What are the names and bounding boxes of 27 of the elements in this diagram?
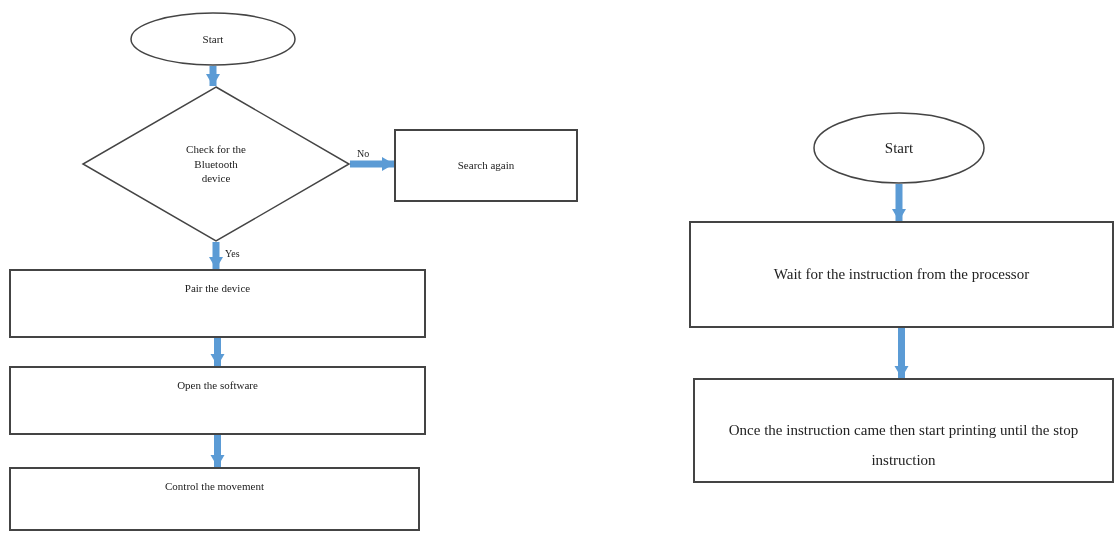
node-label: Start [884,139,914,158]
decision-diamond [82,86,350,242]
node-label: Control the movement [165,479,264,494]
edge-label: No [356,148,371,159]
edge-label: Yes [224,248,241,259]
process-box [9,366,426,435]
process-box [9,269,426,338]
node-label: Pair the device [184,281,251,296]
start-ellipse [813,112,985,184]
block-arrow [210,435,225,467]
process-box [394,129,578,202]
process-box [689,221,1114,328]
start-ellipse [130,12,296,66]
process-box [693,378,1114,483]
block-arrow [206,66,220,86]
node-label: Open the software [177,378,258,393]
node-label: Start [202,31,224,47]
process-box [9,467,420,531]
block-arrow [892,184,906,221]
node-label: Once the instruction came then start printing until the stop instruction [727,421,1080,470]
node-label: Wait for the instruction from the processor [773,265,1030,284]
block-arrow [894,328,909,378]
node-label: Check for the Bluetooth device [185,141,247,187]
node-label: Search again [457,158,515,173]
block-arrow [209,242,223,269]
block-arrow [350,157,394,171]
block-arrow [210,338,225,366]
